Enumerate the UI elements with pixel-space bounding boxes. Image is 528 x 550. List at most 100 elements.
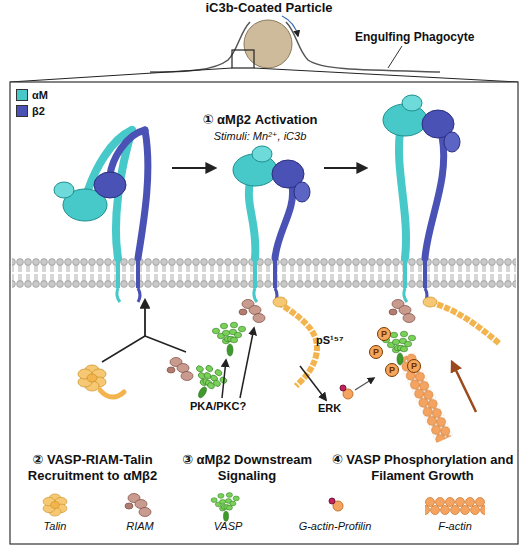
signal-arrow [240,328,254,398]
legend-talin-icon [43,494,67,516]
talin-rod [100,390,124,397]
step-arrow [172,167,215,169]
phospho-text: P [385,363,399,377]
phospho-circle: P [369,345,383,359]
legend-text: G-actin-Profilin [299,520,372,532]
alpha-i-domain [54,182,74,198]
phospho-text: P [369,345,383,359]
legend-text: Talin [44,520,67,532]
beta-leg [275,186,293,258]
rotation-arrow [282,16,298,36]
talin-head [273,297,287,307]
vasp [212,322,245,356]
cell-label: Engulfing Phagocyte [355,30,515,44]
lipid-bilayer [12,258,516,288]
recruit-arrow [355,378,374,390]
phospho-circle: P [377,327,391,341]
talin-coil [78,365,106,391]
alpha-tm [403,258,407,288]
step-title: ③ αMβ2 Downstream Signaling [172,452,322,483]
alpha-tail [404,288,407,302]
legend-text: β2 [32,105,45,117]
kinase-label: ERK [318,402,358,415]
phospho-circle [370,346,383,359]
talin-rod [430,302,500,344]
zoom-line [254,68,518,82]
alpha-i-domain [402,95,422,111]
legend-swatch [16,89,28,101]
beta-hybrid [294,182,310,202]
alpha-tm [253,258,257,288]
legend-entry: Talin [5,520,105,532]
merge-line [102,336,145,362]
profilin [340,385,346,391]
legend-f-actin-icon [425,497,485,515]
actin-filament [398,352,453,443]
phagocyte-outline [150,22,250,72]
merge-line [145,336,186,352]
beta-tm [423,258,427,288]
beta-tm [136,258,140,288]
alpha-tail [254,288,257,302]
phospho-circle [408,360,421,373]
beta-leg [138,130,148,258]
step-title: ④ VASP Phosphorylation and Filament Grow… [330,452,515,483]
legend-vasp-icon [211,493,239,522]
phospho-text: P [407,359,421,373]
legend-entry: VASP [178,520,278,532]
alpha-i-domain [252,146,272,162]
legend-text: F-actin [438,520,472,532]
site-label: pS¹⁵⁷ [316,334,368,347]
beta-head [94,172,126,198]
alpha-tm [116,258,120,288]
riam [389,300,415,323]
step-title: ① αMβ2 Activation [180,112,340,128]
legend-entry: RIAM [90,520,190,532]
legend-swatch [16,105,28,117]
legend-profilin-icon [329,498,335,504]
legend-entry: F-actin [405,520,505,532]
legend-entry: αM [16,89,48,101]
legend-entry: G-actin-Profilin [280,520,390,532]
kinase-label: PKA/PKC? [190,400,270,413]
phospho-text: P [377,327,391,341]
zoom-line [10,68,232,82]
particle [244,20,292,68]
talin-rod [278,302,317,386]
leader-line [388,46,402,68]
phospho-circle [386,364,399,377]
phospho-circle [378,328,391,341]
riam [167,358,193,381]
beta-tail [138,288,140,302]
legend-text: RIAM [126,520,154,532]
particle-label: iC3b-Coated Particle [184,0,354,16]
step-title: ② VASP-RIAM-Talin Recruitment to αMβ2 [15,452,170,483]
beta-leg [425,136,444,258]
zoom-frame [232,50,254,68]
actin-filament [398,352,453,443]
vasp [184,359,230,405]
growth-arrow [452,362,476,412]
step-arrow [324,167,366,169]
beta-leg [110,130,145,175]
legend-entry: β2 [16,105,45,117]
talin-head [423,297,437,307]
signal-arrow [300,366,326,400]
zoom-box [10,82,518,544]
signal-arrow [222,360,226,398]
legend-text: αM [32,89,48,101]
alpha-leg [249,182,256,258]
phospho-circle: P [385,363,399,377]
recruit-arrow [144,300,146,336]
alpha-leg [399,132,406,258]
legend-text: VASP [214,520,243,532]
riam [239,300,265,323]
alpha-tail [117,288,120,302]
phagocyte-outline [286,22,440,72]
legend-riam-icon [125,494,151,517]
beta-tm [273,258,277,288]
phospho-circle: P [407,359,421,373]
stimuli-note: Stimuli: Mn²⁺, iC3b [180,130,340,143]
